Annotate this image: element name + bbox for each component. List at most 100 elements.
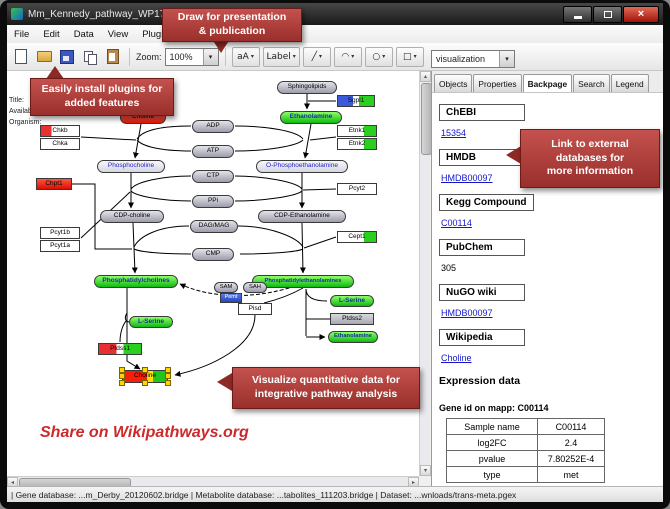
tab-objects[interactable]: Objects xyxy=(434,74,473,92)
table-cell: Sample name xyxy=(446,418,538,435)
chevron-down-icon[interactable]: ▾ xyxy=(499,51,514,67)
selection-handle[interactable] xyxy=(165,380,171,386)
node-cdp-choline[interactable]: CDP-choline xyxy=(100,210,164,223)
canvas-vertical-scrollbar[interactable]: ▴ ▾ xyxy=(419,71,432,476)
oval-tool-button[interactable]: ○ ▾ xyxy=(364,46,393,67)
close-button[interactable]: × xyxy=(623,5,659,23)
node-phosphocholine[interactable]: Phosphocholine xyxy=(97,160,165,173)
save-pathway-button[interactable] xyxy=(57,47,77,67)
tab-search[interactable]: Search xyxy=(573,74,610,92)
node-pcyt1b[interactable]: Pcyt1b xyxy=(40,227,80,239)
node-pcyt1a[interactable]: Pcyt1a xyxy=(40,240,80,252)
tab-backpage[interactable]: Backpage xyxy=(522,74,573,92)
pathway-infobox: Title: Availability: Organism: xyxy=(9,95,44,128)
node-pisd[interactable]: Pisd xyxy=(238,303,272,315)
zoom-label: Zoom: xyxy=(136,51,162,62)
table-cell: log2FC xyxy=(446,434,538,451)
status-text: | Gene database: ...m_Derby_20120602.bri… xyxy=(11,489,517,500)
table-cell: 7.80252E-4 xyxy=(537,450,605,467)
node-phosphatidylcholines[interactable]: Phosphatidylcholines xyxy=(94,275,178,288)
left-arrow-icon: ◂ xyxy=(10,478,14,486)
node-ctp[interactable]: CTP xyxy=(192,170,234,183)
selection-handle[interactable] xyxy=(165,373,171,379)
node-adp[interactable]: ADP xyxy=(192,120,234,133)
chebi-id-link[interactable]: 15354 xyxy=(441,128,467,138)
node-l-serine-right[interactable]: L-Serine xyxy=(330,295,374,307)
tab-legend[interactable]: Legend xyxy=(610,74,649,92)
canvas-horizontal-scrollbar[interactable]: ◂ ▸ xyxy=(7,476,419,488)
scroll-down-button[interactable]: ▾ xyxy=(420,465,431,476)
node-dag-mag[interactable]: DAG/MAG xyxy=(190,220,238,233)
line-tool-button[interactable]: ╱ ▾ xyxy=(302,46,331,67)
selection-handle[interactable] xyxy=(165,367,171,373)
node-sgpl1[interactable]: Sgpl1 xyxy=(337,95,375,107)
node-cept1[interactable]: Cept1 xyxy=(337,231,377,243)
node-phosphatidylethanolamines[interactable]: Phosphatidylethanolamines xyxy=(252,275,354,288)
arc-icon: ◠ xyxy=(341,51,350,62)
node-cmp[interactable]: CMP xyxy=(192,248,234,261)
wikipedia-link[interactable]: Choline xyxy=(441,353,472,363)
selection-handle[interactable] xyxy=(142,380,148,386)
app-icon xyxy=(11,8,23,20)
node-ethanolamine-bottom[interactable]: Ethanolamine xyxy=(328,331,378,343)
menu-edit[interactable]: Edit xyxy=(43,28,60,40)
node-chpt1[interactable]: Chpt1 xyxy=(36,178,72,190)
selection-handle[interactable] xyxy=(119,373,125,379)
save-disk-icon xyxy=(60,49,74,64)
node-etnk1[interactable]: Etnk1 xyxy=(337,125,377,137)
node-ptdss1[interactable]: Ptdss1 xyxy=(98,343,142,355)
node-pcyt2[interactable]: Pcyt2 xyxy=(337,183,377,195)
maximize-button[interactable] xyxy=(593,5,622,23)
menu-file[interactable]: File xyxy=(14,28,30,40)
node-sah[interactable]: SAH xyxy=(243,282,267,293)
copy-button[interactable] xyxy=(80,47,100,67)
tab-properties[interactable]: Properties xyxy=(473,74,522,92)
kegg-id-link[interactable]: C00114 xyxy=(441,218,472,228)
chevron-down-icon: ▾ xyxy=(319,53,323,60)
node-sphingolipids[interactable]: Sphingolipids xyxy=(277,81,337,94)
node-pemt[interactable]: Pemt xyxy=(220,293,242,303)
new-pathway-button[interactable] xyxy=(11,47,31,67)
window-body: File Edit Data View Plugins Help Zoom: 1… xyxy=(7,25,663,502)
minimize-button[interactable] xyxy=(563,5,592,23)
callout-line: added features xyxy=(64,97,140,109)
rectangle-tool-button[interactable]: □ ▾ xyxy=(395,46,424,67)
zoom-combobox[interactable]: 100% ▾ xyxy=(164,47,219,66)
selection-handle[interactable] xyxy=(119,367,125,373)
callout-pointer xyxy=(212,39,230,53)
node-etnk2[interactable]: Etnk2 xyxy=(337,138,377,150)
node-ethanolamine-top[interactable]: Ethanolamine xyxy=(280,111,342,124)
node-l-serine-left[interactable]: L-Serine xyxy=(129,316,173,328)
selection-handle[interactable] xyxy=(142,367,148,373)
hmdb-id-link[interactable]: HMDB00097 xyxy=(441,173,493,183)
menu-plugins[interactable]: Plugins xyxy=(142,28,174,40)
paste-button[interactable] xyxy=(103,47,123,67)
node-ptdss2[interactable]: Ptdss2 xyxy=(330,313,374,325)
node-sam[interactable]: SAM xyxy=(214,282,238,293)
menu-data[interactable]: Data xyxy=(73,28,94,40)
callout-plugins: Easily install plugins for added feature… xyxy=(30,78,174,116)
arc-tool-button[interactable]: ◠ ▾ xyxy=(333,46,362,67)
table-row: type met xyxy=(446,466,605,483)
node-chkb[interactable]: Chkb xyxy=(40,125,80,137)
nugo-id-link[interactable]: HMDB00097 xyxy=(441,308,493,318)
selection-handle[interactable] xyxy=(119,380,125,386)
infobox-title-label: Title: xyxy=(9,97,24,104)
minimize-icon xyxy=(573,15,582,19)
node-atp[interactable]: ATP xyxy=(192,145,234,158)
node-o-phosphoethanolamine[interactable]: O-Phosphoethanolamine xyxy=(256,160,348,173)
open-pathway-button[interactable] xyxy=(34,47,54,67)
node-cdp-ethanolamine[interactable]: CDP-Ethanolamine xyxy=(258,210,346,223)
node-chka[interactable]: Chka xyxy=(40,138,80,150)
callout-pointer xyxy=(46,66,64,79)
callout-line: Visualize quantitative data for xyxy=(251,374,400,387)
label-tool-button[interactable]: Label ▾ xyxy=(262,46,300,67)
visualization-combobox[interactable]: visualization ▾ xyxy=(431,50,515,68)
table-cell: type xyxy=(446,466,538,483)
datanode-tool-button[interactable]: aA ▾ xyxy=(231,46,260,67)
table-cell: C00114 xyxy=(537,418,605,435)
node-ppi[interactable]: PPi xyxy=(192,195,234,208)
pathway-canvas[interactable]: Title: Availability: Organism: Sphingoli… xyxy=(7,71,420,476)
scroll-up-button[interactable]: ▴ xyxy=(420,71,431,82)
menu-view[interactable]: View xyxy=(107,28,129,40)
